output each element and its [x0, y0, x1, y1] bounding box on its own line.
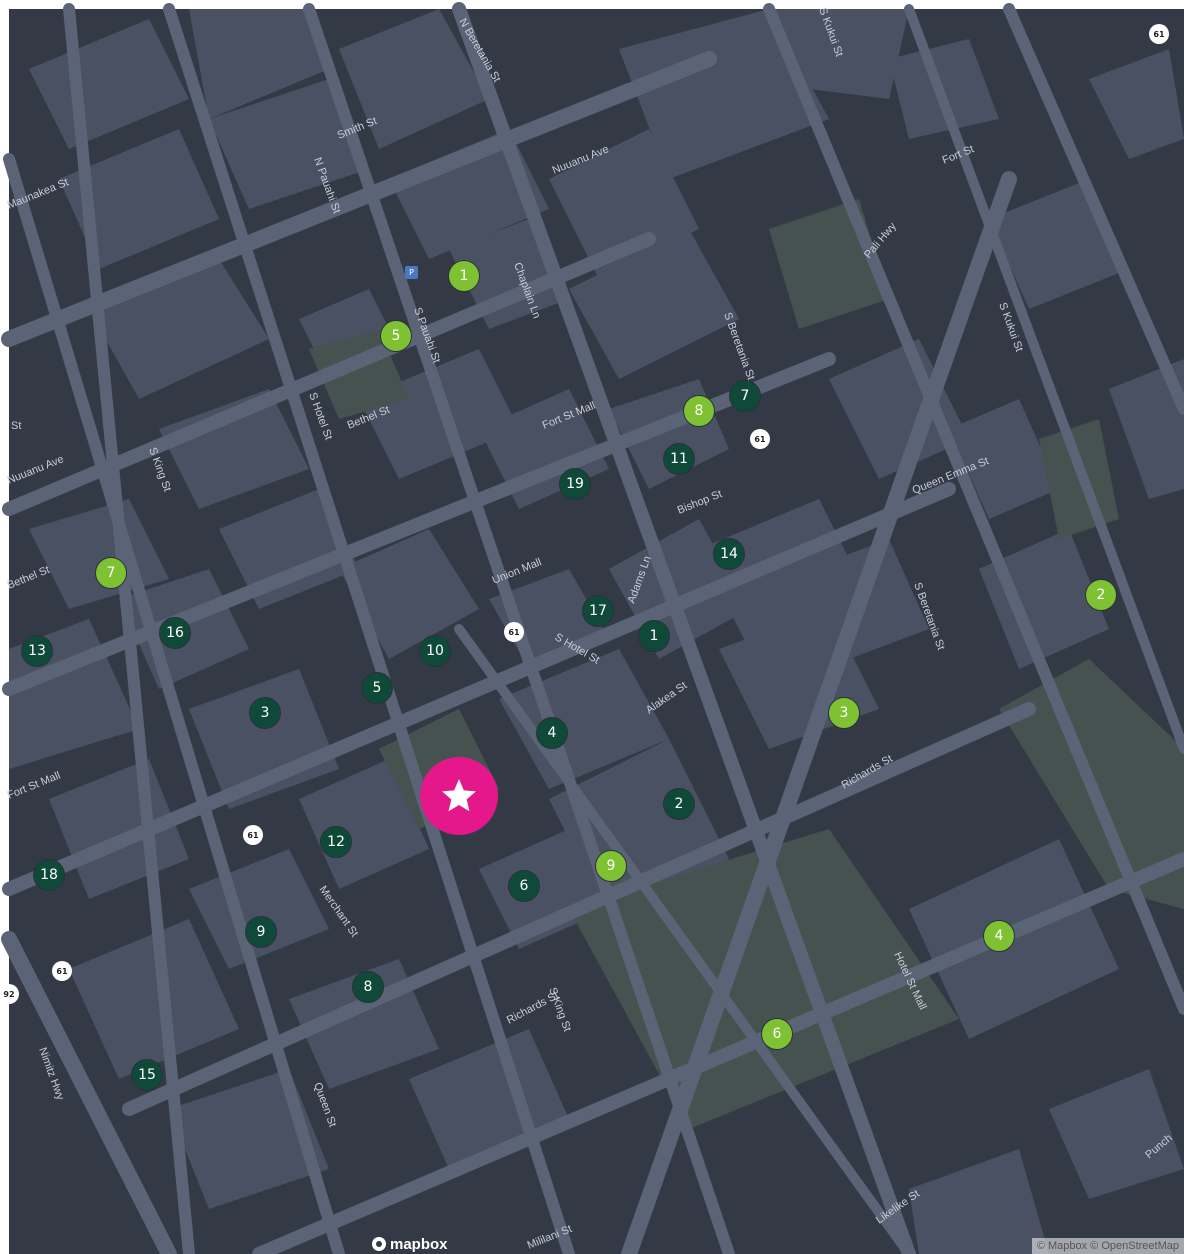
marker-light[interactable]: 6	[761, 1018, 793, 1050]
street-label: St	[11, 420, 21, 432]
street-label: Alakea St	[644, 680, 689, 717]
street-label: S Beretania St	[721, 311, 757, 382]
marker-dark[interactable]: 7	[729, 380, 761, 412]
street-label: Queen St	[311, 1081, 338, 1129]
mapbox-logo[interactable]: mapbox	[372, 1234, 448, 1254]
marker-light[interactable]: 4	[983, 920, 1015, 952]
mapbox-logo-icon	[372, 1237, 386, 1251]
marker-dark[interactable]: 16	[159, 617, 191, 649]
marker-light[interactable]: 3	[828, 697, 860, 729]
marker-dark[interactable]: 14	[713, 538, 745, 570]
marker-light[interactable]: 1	[448, 260, 480, 292]
marker-light[interactable]: 9	[595, 850, 627, 882]
marker-dark[interactable]: 11	[663, 443, 695, 475]
route-shield: 61	[1149, 24, 1169, 44]
street-label: S King St	[146, 446, 173, 493]
marker-dark[interactable]: 2	[663, 788, 695, 820]
marker-dark[interactable]: 8	[352, 971, 384, 1003]
route-shield: 61	[750, 429, 770, 449]
marker-dark[interactable]: 10	[419, 635, 451, 667]
featured-location-marker[interactable]	[420, 757, 498, 835]
marker-dark[interactable]: 12	[320, 826, 352, 858]
mapbox-logo-text: mapbox	[390, 1235, 448, 1253]
marker-dark[interactable]: 19	[559, 468, 591, 500]
marker-light[interactable]: 2	[1085, 579, 1117, 611]
marker-light[interactable]: 8	[683, 395, 715, 427]
star-icon	[442, 779, 476, 812]
marker-dark[interactable]: 15	[131, 1059, 163, 1091]
marker-dark[interactable]: 18	[33, 859, 65, 891]
marker-dark[interactable]: 3	[249, 697, 281, 729]
marker-dark[interactable]: 1	[638, 620, 670, 652]
marker-dark[interactable]: 9	[245, 916, 277, 948]
marker-dark[interactable]: 4	[536, 717, 568, 749]
street-label: S King St	[546, 986, 573, 1033]
route-shield: 61	[243, 825, 263, 845]
marker-light[interactable]: 5	[380, 320, 412, 352]
street-label: Fort St Mall	[6, 770, 63, 802]
route-shield: 61	[52, 961, 72, 981]
parking-icon: P	[405, 266, 418, 279]
marker-dark[interactable]: 6	[508, 870, 540, 902]
street-label: Bishop St	[676, 488, 724, 517]
marker-dark[interactable]: 17	[582, 595, 614, 627]
marker-dark[interactable]: 5	[361, 672, 393, 704]
street-label: Bethel St	[6, 564, 52, 592]
route-shield: 92	[0, 984, 19, 1004]
route-shield: 61	[504, 622, 524, 642]
marker-light[interactable]: 7	[95, 557, 127, 589]
marker-dark[interactable]: 13	[21, 635, 53, 667]
map-attribution[interactable]: © Mapbox © OpenStreetMap	[1031, 1238, 1184, 1254]
